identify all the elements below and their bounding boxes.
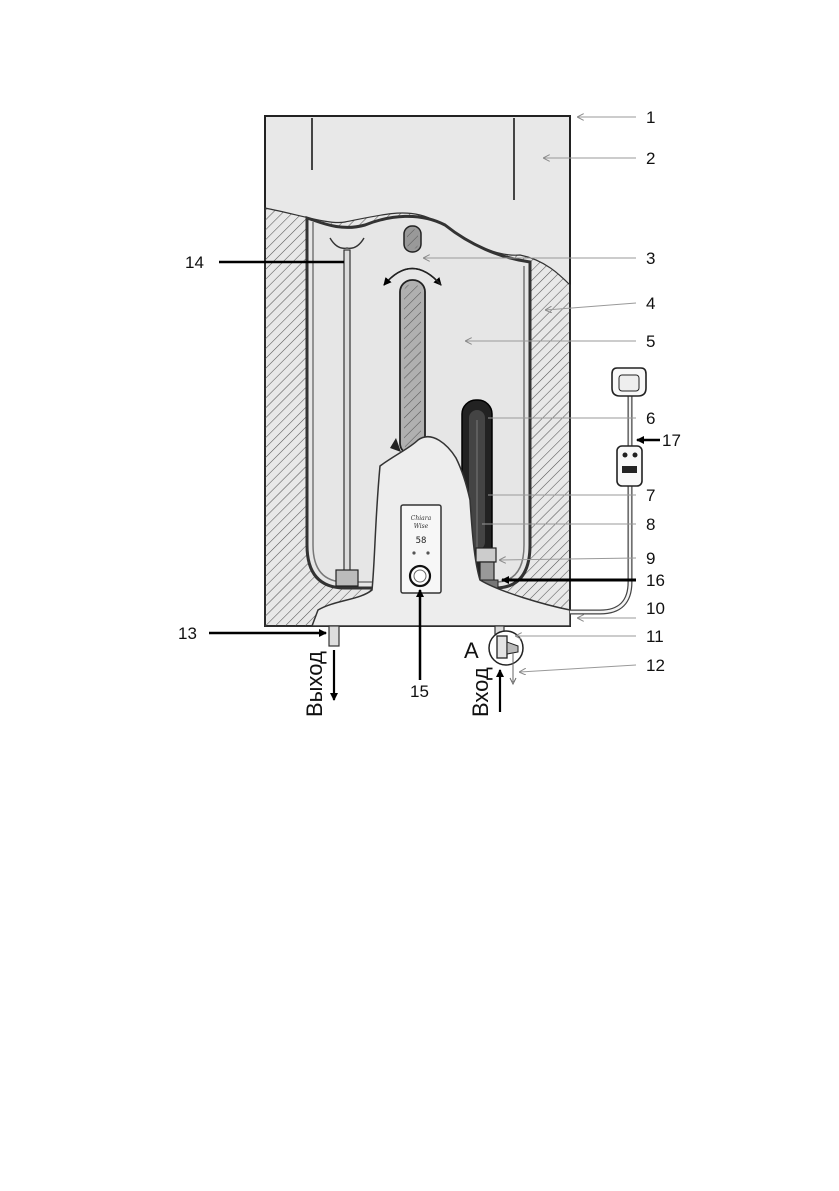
temperature-knob[interactable] — [408, 564, 432, 588]
magnesium-anode — [399, 225, 426, 456]
indicator-light-icon — [426, 551, 430, 555]
power-cord — [570, 367, 647, 615]
callout-2: 2 — [646, 149, 655, 168]
brand-line-1: Chiara — [411, 515, 432, 522]
callout-4: 4 — [646, 294, 655, 313]
callout-15: 15 — [410, 682, 429, 701]
callout-12: 12 — [646, 656, 665, 675]
callout-6: 6 — [646, 409, 655, 428]
temperature-display: 58 — [416, 536, 427, 546]
inlet-valve-detail — [488, 625, 524, 686]
callout-labels: 1 2 3 4 5 6 7 8 9 10 11 12 13 14 15 16 1… — [178, 108, 681, 701]
callout-8: 8 — [646, 515, 655, 534]
leader-lines — [209, 117, 660, 680]
callout-13: 13 — [178, 624, 197, 643]
inlet-label: Вход — [468, 667, 493, 717]
detail-marker-a: A — [464, 638, 479, 663]
flow-text-labels: Выход Вход — [302, 651, 493, 717]
callout-9: 9 — [646, 549, 655, 568]
flow-arrows — [330, 650, 504, 712]
callout-1: 1 — [646, 108, 655, 127]
outlet-label: Выход — [302, 651, 327, 717]
callout-11: 11 — [646, 627, 664, 646]
callout-3: 3 — [646, 249, 655, 268]
callout-10: 10 — [646, 599, 665, 618]
indicator-light-icon — [412, 551, 416, 555]
circulation-arrows — [383, 267, 442, 286]
callout-14: 14 — [185, 253, 204, 272]
callout-5: 5 — [646, 332, 655, 351]
brand-line-2: Wise — [414, 523, 429, 530]
hot-water-outlet-pipe — [329, 237, 365, 587]
callout-16: 16 — [646, 571, 665, 590]
callout-17: 17 — [662, 431, 681, 450]
control-panel: Chiara Wise 58 — [400, 504, 442, 594]
outlet-nozzle — [328, 625, 340, 647]
callout-7: 7 — [646, 486, 655, 505]
